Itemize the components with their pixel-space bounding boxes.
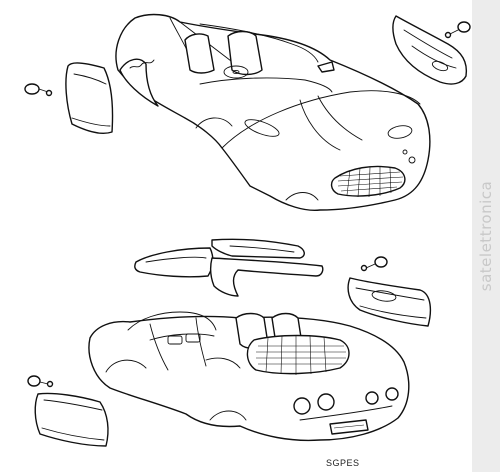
- hardtop-rear-frame: [209, 238, 324, 297]
- watermark: satelettronica: [472, 0, 500, 472]
- door-panel-bottom-right: [347, 277, 432, 327]
- door-panel-top-right: [392, 15, 468, 85]
- watermark-text: satelettronica: [477, 180, 495, 292]
- hardtop-front-panel: [134, 247, 214, 278]
- door-panel-bottom-left: [34, 392, 109, 447]
- drawing-code: SGPES: [326, 458, 360, 468]
- door-panel-top-left: [65, 62, 114, 134]
- mirror-top-left: [24, 83, 53, 97]
- page-edge-strip: [472, 0, 500, 472]
- bottom-assembled-body: [88, 311, 410, 442]
- mirror-bottom-right: [360, 256, 388, 272]
- top-assembled-body: [115, 13, 431, 212]
- mirror-top-right: [444, 21, 471, 39]
- mirror-bottom-left: [27, 375, 54, 388]
